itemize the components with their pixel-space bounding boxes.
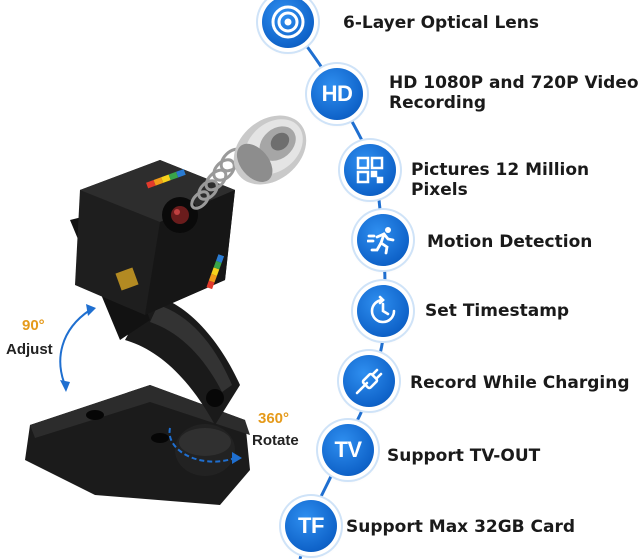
rotate-arc bbox=[168, 427, 236, 463]
mount-hole bbox=[151, 433, 169, 443]
feature-label: Support Max 32GB Card bbox=[346, 517, 576, 537]
tilt-angle-label: Adjust bbox=[6, 341, 53, 358]
feature-label: Set Timestamp bbox=[425, 301, 570, 321]
arm-screw-hole bbox=[206, 389, 224, 407]
feature-label: Record While Charging bbox=[410, 373, 630, 393]
lens-spring bbox=[190, 147, 245, 210]
qr-pixels-icon bbox=[344, 144, 396, 196]
feature-label: 6-Layer Optical Lens bbox=[343, 13, 540, 33]
feature-label: Pictures 12 Million Pixels bbox=[411, 160, 590, 200]
plug-icon bbox=[343, 355, 395, 407]
clock-icon bbox=[357, 285, 409, 337]
tv-icon: TV bbox=[322, 424, 374, 476]
rotate-angle-label: Rotate bbox=[252, 432, 299, 449]
feature-label: HD 1080P and 720P Video Recording bbox=[389, 73, 639, 113]
rotate-angle-value: 360° bbox=[258, 410, 290, 427]
mini-camera-illustration bbox=[25, 115, 307, 505]
feature-label: Motion Detection bbox=[427, 232, 593, 252]
tilt-arc bbox=[59, 309, 91, 386]
rainbow-stripe bbox=[146, 169, 186, 189]
mount-hole bbox=[86, 410, 104, 420]
tf-icon: TF bbox=[285, 500, 337, 552]
running-person-icon bbox=[357, 214, 409, 266]
tilt-angle-value: 90° bbox=[22, 317, 45, 334]
lens-icon bbox=[262, 0, 314, 48]
hd-icon: HD bbox=[311, 68, 363, 120]
feature-label: Support TV-OUT bbox=[387, 446, 541, 466]
exploded-lens bbox=[233, 115, 307, 185]
